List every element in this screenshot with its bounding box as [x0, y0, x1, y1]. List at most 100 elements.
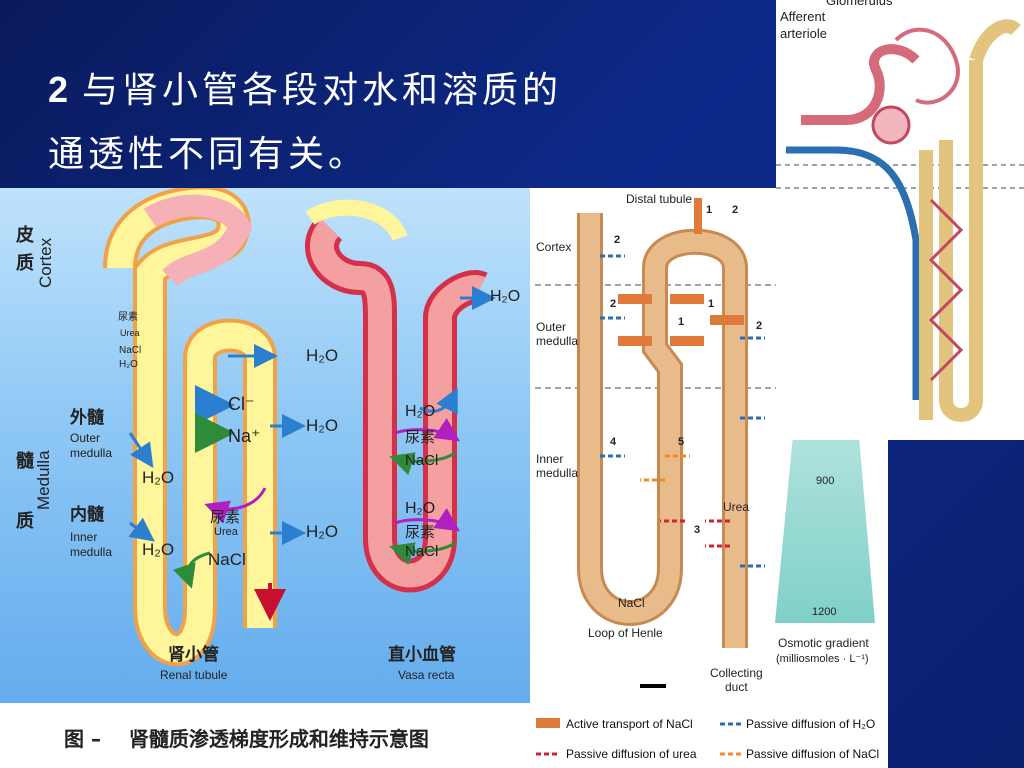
arteriole-label: arteriole	[780, 26, 827, 41]
cl-label: Cl⁻	[228, 394, 255, 414]
vasa-recta-mesh	[928, 198, 964, 382]
vasa-recta-cn: 直小血管	[388, 645, 456, 665]
slide-number: 2	[48, 69, 73, 110]
vr-nacl-arrow-2	[389, 541, 456, 566]
medulla-cn-label: 髓 质	[16, 451, 34, 532]
medulla-en-label: Medulla	[34, 450, 53, 510]
vr-nacl-arrow-1	[389, 451, 456, 476]
renal-tubule-cn: 肾小管	[168, 645, 219, 665]
marker-2-cortex: 2	[614, 234, 621, 246]
vr-urea-label-2: 尿素	[405, 523, 436, 541]
marker-2-collecting: 2	[756, 320, 763, 332]
renal-tubule-en: Renal tubule	[160, 668, 228, 682]
nephron-illustration: Glomerulus Afferent arteriole	[776, 0, 1024, 440]
renal-medulla-gradient-figure: 皮 质 Cortex 髓 质 Medulla 外髓 Outer medulla …	[0, 188, 530, 768]
afferent-arteriole	[801, 44, 920, 125]
osm-1200: 1200	[812, 606, 837, 618]
inner-medulla-en1: Inner	[70, 530, 98, 544]
urea-cn-label: 尿素	[210, 508, 241, 526]
tubule-label-urea-cn: 尿素	[118, 312, 138, 323]
renal-tubule-shape	[103, 188, 277, 667]
tubule-label-nacl: NaCl	[119, 345, 142, 356]
h2o-arrow-5	[128, 517, 155, 542]
vr-h2o-arrow-1	[419, 387, 458, 415]
collecting-duct-label: Collecting duct	[710, 666, 763, 694]
h2o-label-1: H₂O	[306, 346, 339, 365]
vr-urea-arrow-2	[394, 508, 460, 532]
inner-medulla-en2: medulla	[70, 545, 113, 559]
marker-2-distal: 2	[732, 204, 739, 216]
outer-medulla-cn: 外髓	[70, 408, 104, 428]
marker-1-outer-b: 1	[678, 316, 685, 328]
nephron-drawing	[776, 19, 1024, 422]
afferent-label: Afferent	[780, 9, 826, 24]
flow-arrow	[640, 684, 666, 688]
active-arrow-4	[670, 336, 704, 346]
legend-active-nacl: Active transport of NaCl	[566, 717, 693, 731]
h2o-arrow-4	[128, 432, 154, 468]
vr-urea-label-1: 尿素	[405, 428, 436, 446]
active-arrow-5	[710, 315, 744, 325]
vr-h2o-label-top: H₂O	[490, 288, 521, 305]
legend-urea: Passive diffusion of urea	[566, 747, 697, 761]
tubule-label-urea-en: Urea	[120, 328, 140, 338]
active-arrow-3	[618, 336, 652, 346]
vasa-recta-en: Vasa recta	[398, 668, 455, 682]
urea-arrow	[204, 487, 267, 524]
cortex-cn-label: 皮 质	[16, 225, 34, 274]
loop-of-henle-label: Loop of Henle	[588, 626, 663, 640]
vr-nacl-label-2: NaCl	[405, 543, 439, 560]
marker-3: 3	[694, 524, 701, 536]
distal-active-arrow	[694, 198, 702, 234]
nacl-label: NaCl	[208, 550, 246, 569]
figure-caption-box: 图 – 肾髓质渗透梯度形成和维持示意图	[0, 703, 530, 768]
title-line-1: 与肾小管各段对水和溶质的	[82, 70, 563, 111]
renal-tubule-vasa-recta-diagram	[103, 188, 496, 667]
figure-caption: 图 – 肾髓质渗透梯度形成和维持示意图	[64, 727, 429, 751]
marker-2-outer: 2	[610, 298, 617, 310]
outer-medulla-en2: medulla	[70, 446, 113, 460]
h2o-label-3: H₂O	[306, 522, 339, 541]
marker-1-outer-a: 1	[708, 298, 715, 310]
glomerulus	[871, 105, 911, 145]
urea-label: Urea	[723, 500, 750, 514]
vr-h2o-label-2: H₂O	[405, 500, 436, 517]
tubule-label-h2o: H₂O	[119, 359, 138, 370]
vr-h2o-label-1: H₂O	[405, 403, 436, 420]
legend-swatch-active-nacl	[536, 718, 560, 728]
distal-tubule-label: Distal tubule	[626, 192, 693, 206]
legend-nacl: Passive diffusion of NaCl	[746, 747, 880, 761]
legend-h2o: Passive diffusion of H₂O	[746, 717, 876, 731]
na-label: Na⁺	[228, 426, 261, 446]
vr-nacl-label-1: NaCl	[405, 452, 439, 469]
nacl-label: NaCl	[618, 596, 645, 610]
marker-1-distal: 1	[706, 204, 713, 216]
vr-urea-arrow-1	[394, 418, 460, 442]
osmotic-units-label: (milliosmoles · L⁻¹)	[776, 653, 869, 665]
capillary-loops	[894, 27, 960, 105]
osmotic-gradient-label: Osmotic gradient	[778, 636, 869, 650]
glomerulus-label: Glomerulus	[826, 0, 893, 8]
osm-900: 900	[816, 475, 835, 487]
inner-medulla-cn: 内髓	[70, 505, 104, 525]
inner-medulla-label: Inner medulla	[536, 452, 579, 480]
h2o-label-2: H₂O	[306, 416, 339, 435]
h2o-label-4: H₂O	[142, 468, 175, 487]
outer-medulla-en1: Outer	[70, 431, 101, 445]
outer-medulla-label: Outer medulla	[536, 320, 579, 348]
cortex-label: Cortex	[536, 240, 572, 254]
active-arrow-1	[618, 294, 652, 304]
h2o-label-5: H₂O	[142, 540, 175, 559]
tubule-limbs	[919, 60, 983, 422]
urea-en-label: Urea	[214, 526, 238, 538]
active-arrow-2	[670, 294, 704, 304]
title-line-2: 通透性不同有关。	[48, 134, 369, 175]
marker-4: 4	[610, 436, 617, 448]
collecting-tubule	[969, 19, 1021, 63]
nacl-arrow	[172, 551, 211, 589]
vasa-recta-shape	[305, 199, 488, 593]
vein	[786, 146, 920, 400]
cortex-en-label: Cortex	[36, 237, 55, 288]
marker-5: 5	[678, 436, 685, 448]
